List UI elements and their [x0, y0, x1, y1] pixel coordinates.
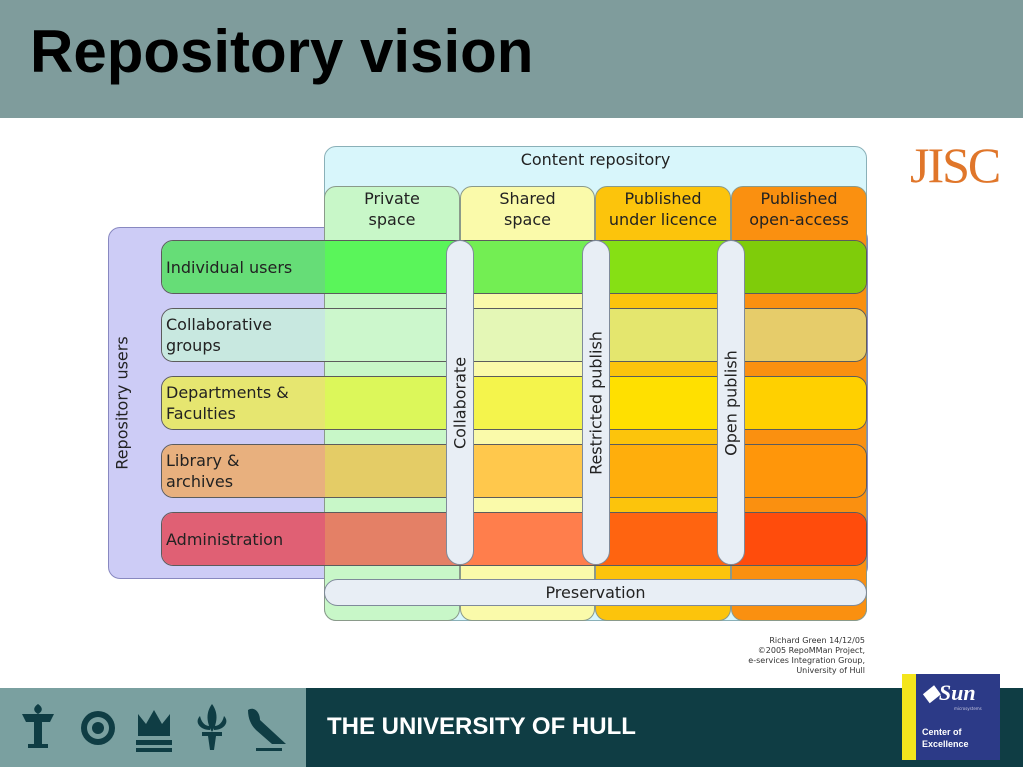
row-cell	[596, 445, 732, 497]
center-of-excellence-text: Center of Excellence	[922, 726, 969, 750]
column-header: Published open-access	[731, 188, 867, 238]
credit-line: Richard Green 14/12/05	[769, 636, 865, 645]
column-header-line: Published	[624, 189, 702, 208]
row-label-line: Administration	[166, 529, 284, 549]
restricted-publish-label: Restricted publish	[586, 330, 606, 475]
row-cell	[596, 513, 732, 565]
row-label: Library & archives	[162, 445, 325, 497]
column-header-line: Private	[364, 189, 420, 208]
collaborate-pillar: Collaborate	[446, 240, 474, 565]
sun-center-of-excellence-logo: ◆Sun microsystems Center of Excellence	[902, 674, 1000, 760]
row-cell	[325, 513, 461, 565]
row-cell	[461, 309, 596, 361]
row-cell	[732, 309, 866, 361]
row-cell	[732, 445, 866, 497]
repository-users-label: Repository users	[112, 336, 132, 470]
column-header-line: under licence	[608, 210, 718, 229]
row-cell	[732, 241, 866, 293]
row-cell	[596, 377, 732, 429]
user-row: Collaborative groups	[161, 308, 867, 362]
row-cell	[596, 241, 732, 293]
excellence-line: Excellence	[922, 739, 969, 749]
row-label-line: Library &	[166, 451, 240, 470]
row-cell	[325, 241, 461, 293]
row-label: Administration	[162, 513, 325, 565]
row-cell	[325, 445, 461, 497]
column-header-line: space	[368, 210, 416, 229]
sun-logo-text: ◆Sun	[922, 680, 976, 705]
row-cell	[461, 445, 596, 497]
row-cell	[732, 377, 866, 429]
row-label-line: Departments &	[166, 383, 289, 402]
column-header-line: open-access	[749, 210, 849, 229]
open-publish-pillar: Open publish	[717, 240, 745, 565]
column-header: Published under licence	[595, 188, 731, 238]
jisc-logo: JISC	[910, 137, 1001, 193]
collaborate-label: Collaborate	[450, 356, 470, 449]
repository-users-label-wrap: Repository users	[108, 227, 136, 579]
row-cell	[461, 377, 596, 429]
row-label: Individual users	[162, 241, 325, 293]
credit-line: University of Hull	[796, 666, 865, 675]
user-row: Administration	[161, 512, 867, 566]
row-label-line: groups	[166, 336, 221, 355]
row-cell	[732, 513, 866, 565]
flower-icon	[81, 711, 115, 745]
slide-title: Repository vision	[30, 18, 534, 85]
row-label-line: archives	[166, 472, 234, 491]
crown-icon	[136, 710, 172, 752]
row-cell	[325, 377, 461, 429]
row-cell	[325, 309, 461, 361]
credit-line: e-services Integration Group,	[748, 656, 865, 665]
fleur-de-lis-icon	[197, 704, 227, 750]
title-bar	[0, 0, 1023, 118]
row-label-line: Faculties	[166, 404, 236, 423]
column-header-line: Published	[760, 189, 838, 208]
column-header: Private space	[324, 188, 460, 238]
university-emblems	[22, 704, 286, 752]
user-row: Departments & Faculties	[161, 376, 867, 430]
row-cell	[596, 309, 732, 361]
content-repository-label: Content repository	[520, 149, 671, 169]
center-of-line: Center of	[922, 727, 962, 737]
bird-icon	[248, 708, 286, 751]
user-row: Library & archives	[161, 444, 867, 498]
credit-line: ©2005 RepoMMan Project,	[757, 646, 865, 655]
row-label: Departments & Faculties	[162, 377, 325, 429]
column-header-line: Shared	[499, 189, 556, 208]
sun-sub-text: microsystems	[954, 706, 982, 711]
row-label-line: Collaborative	[166, 315, 273, 334]
row-cell	[461, 241, 596, 293]
torch-icon	[22, 704, 54, 748]
column-header-line: space	[504, 210, 551, 229]
sun-logo-word: Sun	[938, 680, 976, 705]
row-cell	[461, 513, 596, 565]
credit-text: Richard Green 14/12/05 ©2005 RepoMMan Pr…	[748, 636, 865, 676]
row-label: Collaborative groups	[162, 309, 325, 361]
row-label-line: Individual users	[166, 257, 293, 277]
restricted-publish-pillar: Restricted publish	[582, 240, 610, 565]
university-name: THE UNIVERSITY OF HULL	[327, 713, 636, 740]
user-row: Individual users	[161, 240, 867, 294]
preservation-bar: Preservation	[324, 579, 867, 606]
open-publish-label: Open publish	[721, 349, 741, 456]
column-header: Shared space	[460, 188, 595, 238]
